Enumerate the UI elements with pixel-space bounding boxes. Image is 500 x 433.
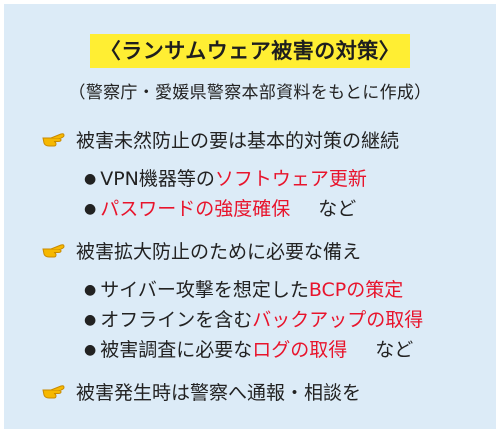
section-heading-text: 被害拡大防止のために必要な備え <box>76 241 362 263</box>
section-heading-prevention: 被害未然防止の要は基本的対策の継続 <box>42 126 399 153</box>
pointing-hand-icon <box>42 385 65 399</box>
list-item: ●パスワードの強度確保 など <box>84 194 356 221</box>
item-text: サイバー攻撃を想定した <box>100 279 309 301</box>
pointing-hand-icon <box>42 244 65 258</box>
bullet-icon: ● <box>84 171 97 187</box>
list-item: ●被害調査に必要なログの取得 など <box>84 335 413 362</box>
list-item: ●オフラインを含むバックアップの取得 <box>84 305 423 332</box>
item-text: VPN機器等の <box>100 168 215 190</box>
section-heading-mitigation: 被害拡大防止のために必要な備え <box>42 237 361 264</box>
item-highlight: バックアップの取得 <box>252 309 424 331</box>
list-item: ●VPN機器等のソフトウェア更新 <box>84 164 367 191</box>
section-heading-text: 被害未然防止の要は基本的対策の継続 <box>76 130 400 152</box>
item-highlight: ログの取得 <box>252 339 348 361</box>
item-highlight: ソフトウェア更新 <box>214 168 367 190</box>
section-heading-report: 被害発生時は警察へ通報・相談を <box>42 378 361 405</box>
item-text: 被害調査に必要な <box>100 339 253 361</box>
bullet-icon: ● <box>84 312 97 328</box>
page-title: 〈ランサムウェア被害の対策〉 <box>89 34 411 68</box>
item-suffix: など <box>318 198 357 220</box>
item-highlight: パスワードの強度確保 <box>100 198 291 220</box>
source-note: （警察庁・愛媛県警察本部資料をもとに作成） <box>68 83 432 103</box>
section-heading-text: 被害発生時は警察へ通報・相談を <box>76 382 362 404</box>
list-item: ●サイバー攻撃を想定したBCPの策定 <box>84 275 403 302</box>
bullet-icon: ● <box>84 342 97 358</box>
bullet-icon: ● <box>84 282 97 298</box>
pointing-hand-icon <box>42 133 65 147</box>
item-highlight: BCPの策定 <box>308 279 404 301</box>
item-suffix: など <box>375 339 414 361</box>
bullet-icon: ● <box>84 201 97 217</box>
info-panel: 〈ランサムウェア被害の対策〉 （警察庁・愛媛県警察本部資料をもとに作成） 被害未… <box>4 4 496 429</box>
item-text: オフラインを含む <box>100 309 253 331</box>
